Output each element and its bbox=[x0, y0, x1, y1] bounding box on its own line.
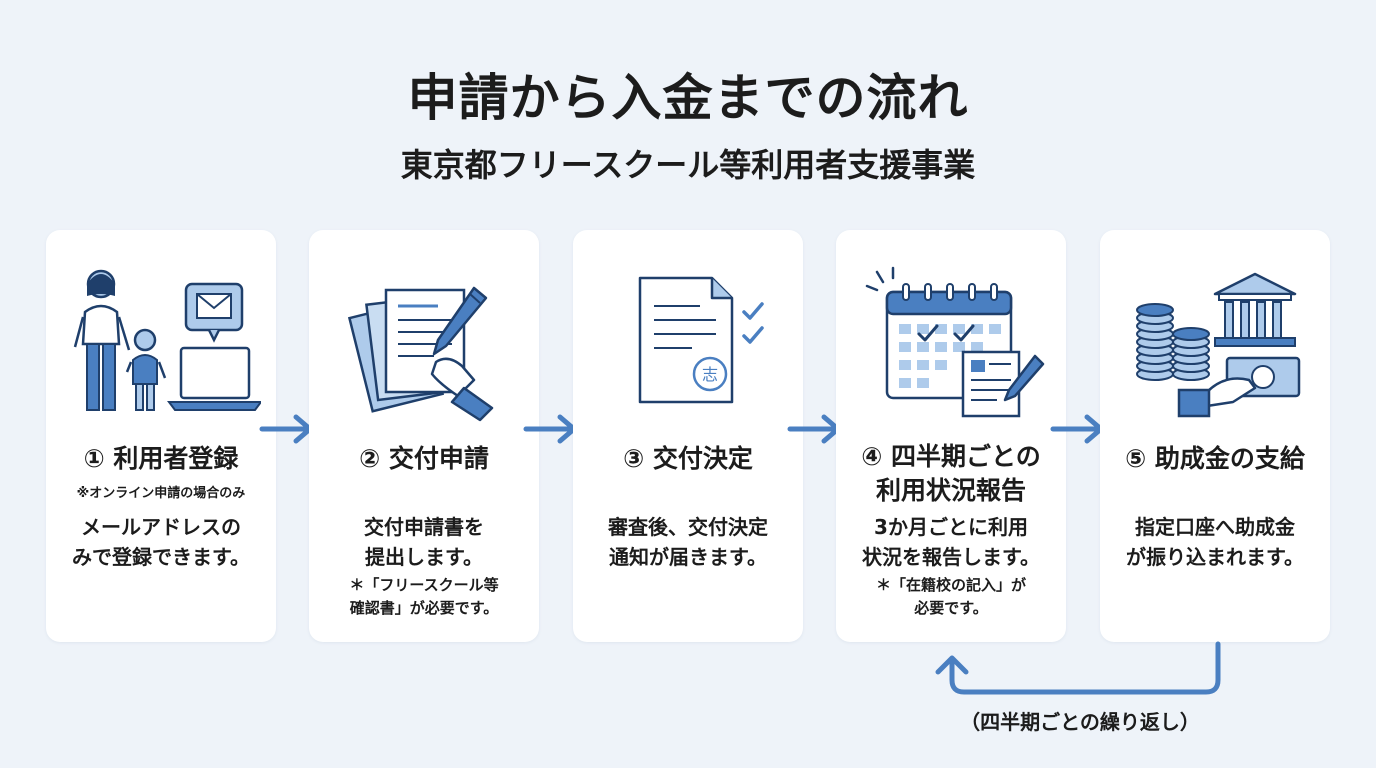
step-title: ① 利用者登録 bbox=[83, 444, 239, 473]
page-title: 申請から入金までの流れ bbox=[407, 69, 969, 127]
step-description: メールアドレスの みで登録できます。 bbox=[72, 515, 250, 569]
step-card-payment: ⑤ 助成金の支給 指定口座へ助成金 が振り込まれます。 bbox=[1100, 230, 1330, 642]
family-laptop-mail-icon bbox=[73, 269, 261, 411]
documents-pen-icon bbox=[347, 286, 494, 422]
page-subtitle: 東京都フリースクール等利用者支援事業 bbox=[400, 146, 976, 184]
step-card-registration: ① 利用者登録 ※オンライン申請の場合のみ メールアドレスの みで登録できます。 bbox=[46, 230, 276, 642]
step-card-quarterly-report: ④ 四半期ごとの 利用状況報告 3か月ごとに利用 状況を報告します。 ＊「在籍校… bbox=[836, 230, 1066, 642]
step-footnote: ＊「フリースクール等 確認書」が必要です。 bbox=[349, 576, 499, 617]
bank-money-icon bbox=[1136, 272, 1301, 418]
loop-label: （四半期ごとの繰り返し） bbox=[960, 710, 1200, 734]
step-card-application: ② 交付申請 交付申請書を 提出します。 ＊「フリースクール等 確認書」が必要で… bbox=[309, 230, 539, 642]
seal-stamp-icon: 志 bbox=[702, 365, 718, 384]
step-card-decision: 志 ③ 交付決定 審査後、交付決定 通知が届きます。 bbox=[573, 230, 803, 642]
step-title: ② 交付申請 bbox=[359, 444, 489, 473]
step-description: 3か月ごとに利用 状況を報告します。 bbox=[862, 515, 1040, 569]
step-title: ⑤ 助成金の支給 bbox=[1125, 444, 1305, 473]
calendar-report-icon bbox=[865, 266, 1045, 418]
step-note: ※オンライン申請の場合のみ bbox=[76, 486, 246, 501]
step-title: ③ 交付決定 bbox=[623, 444, 753, 473]
loop-back-arrow-icon bbox=[935, 641, 1221, 695]
step-description: 審査後、交付決定 通知が届きます。 bbox=[608, 515, 768, 569]
step-footnote: ＊「在籍校の記入」が 必要です。 bbox=[875, 576, 1026, 617]
step-description: 指定口座へ助成金 が振り込まれます。 bbox=[1126, 515, 1304, 569]
step-description: 交付申請書を 提出します。 bbox=[364, 515, 484, 569]
approved-document-icon: 志 bbox=[638, 276, 764, 404]
step-title: ④ 四半期ごとの 利用状況報告 bbox=[861, 442, 1041, 505]
